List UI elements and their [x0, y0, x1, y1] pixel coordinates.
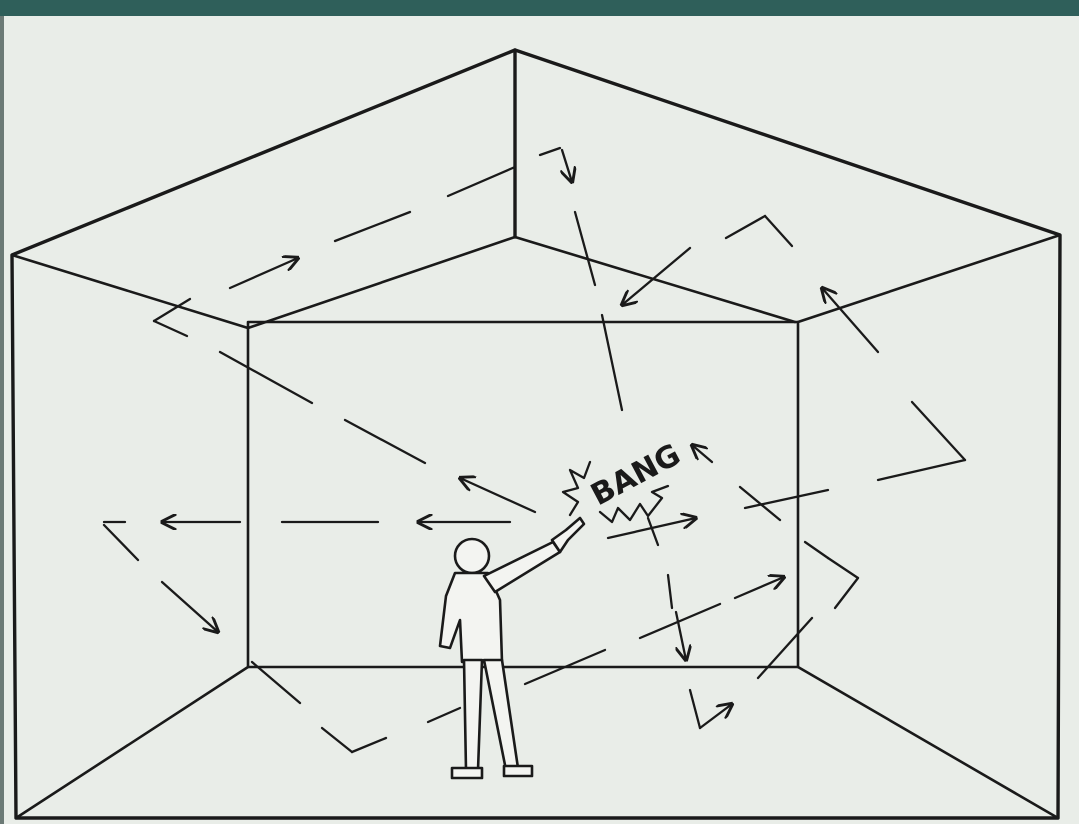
left-shoe — [452, 768, 482, 778]
echo-path-upleft-down-arrow — [562, 150, 572, 182]
echo-path-right-4 — [745, 490, 828, 508]
right-shoe — [504, 766, 532, 776]
echo-path-upright-bounce — [726, 216, 765, 238]
echo-path-left-down-arrow — [162, 582, 218, 632]
echo-path-upleft-arrow-2 — [230, 258, 298, 288]
echo-path-upleft-bounce — [154, 299, 190, 321]
echo-path-upleft-5 — [335, 212, 410, 241]
man-firing-gun — [440, 518, 584, 778]
echo-path-right-short-cross — [648, 518, 658, 545]
head — [455, 539, 489, 573]
ceiling-crease-line — [248, 237, 795, 328]
echo-path-upleft-4 — [154, 321, 187, 336]
bang-label: BANG — [585, 437, 686, 513]
corner-line-bottom-right — [798, 667, 1058, 818]
echo-path-upleft-3 — [220, 352, 312, 403]
corner-line-top-left — [12, 255, 248, 328]
echo-path-upleft-6 — [448, 167, 515, 196]
echo-path-up-1 — [602, 315, 622, 410]
echo-path-lowright-2 — [805, 542, 828, 558]
echo-path-right-2 — [912, 402, 965, 460]
echo-paths — [104, 148, 965, 752]
bang-burst: BANG — [563, 437, 686, 522]
echo-path-lower-arrow — [735, 577, 784, 598]
room-outer-frame — [12, 50, 1060, 818]
echo-path-lowright-bounce — [828, 558, 858, 578]
left-leg — [464, 660, 482, 770]
echo-path-upleft-arrow — [460, 478, 535, 512]
echo-path-lower-1 — [428, 708, 460, 722]
echo-path-bang-up-arrow — [692, 445, 712, 462]
echo-path-right-3 — [878, 460, 965, 480]
echo-path-upright-arrow — [622, 248, 690, 305]
gun-hand — [552, 518, 584, 552]
echo-path-up-2 — [575, 212, 595, 285]
corner-line-bottom-left — [16, 667, 248, 818]
burst-zigzag-left — [563, 462, 590, 515]
echo-path-floor-left-3 — [352, 738, 386, 752]
corner-line-top-right — [798, 235, 1060, 322]
echo-path-upleft-2 — [345, 420, 425, 463]
back-wall — [248, 322, 798, 667]
echo-path-upleft-7 — [540, 148, 560, 155]
echo-path-floor-right-arrow — [700, 704, 732, 728]
right-leg — [484, 660, 518, 770]
echo-path-upright-bounce-2 — [765, 216, 792, 246]
raised-arm — [484, 542, 560, 592]
echo-path-floor-right-1 — [690, 690, 700, 728]
echo-path-floor-left-2 — [322, 728, 352, 752]
echo-path-lowright-1 — [740, 487, 780, 520]
echo-path-lowright-bounce-2 — [835, 578, 858, 608]
echo-path-down-1 — [668, 575, 672, 608]
room-outline — [12, 50, 1060, 818]
echo-path-left-bounce — [104, 525, 138, 560]
